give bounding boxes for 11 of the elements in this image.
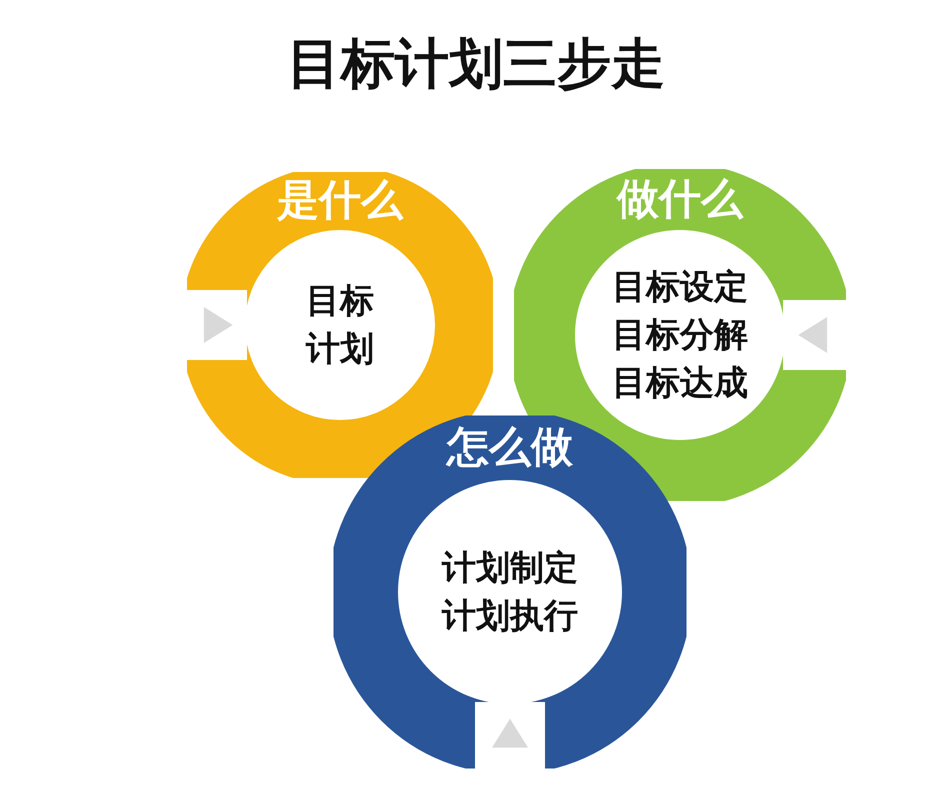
item-text: 目标达成 (612, 362, 748, 405)
item-text: 目标设定 (612, 266, 748, 309)
ring-heading: 做什么 (617, 172, 743, 224)
title: 目标计划三步走 (287, 32, 665, 95)
item-text: 计划执行 (442, 595, 578, 638)
ring-heading: 是什么 (277, 174, 403, 226)
item-text: 目标 (306, 280, 374, 323)
item-text: 计划制定 (442, 547, 578, 590)
item-text: 计划 (306, 328, 374, 371)
ring-heading: 怎么做 (447, 421, 573, 473)
item-text: 目标分解 (612, 314, 748, 357)
